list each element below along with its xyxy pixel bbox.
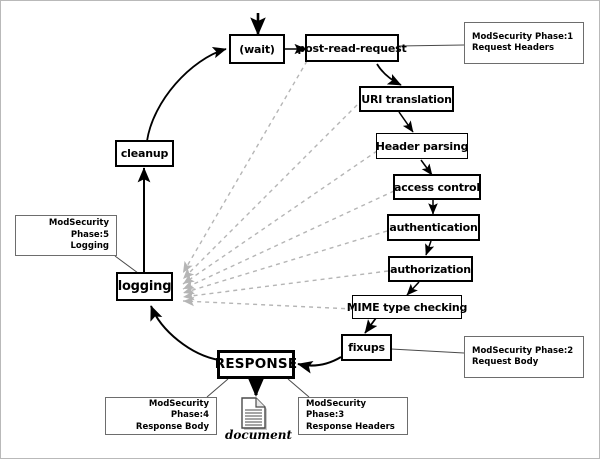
annotation-modsecurity-phase-2: ModSecurity Phase:2 Request Body	[464, 336, 584, 378]
document-label: document	[225, 428, 293, 442]
edge-uri-translation-to-logging-dashed	[182, 104, 358, 280]
node-response-label: RESPONSE	[214, 355, 298, 372]
edge-header-parsing-to-access-control	[420, 159, 433, 176]
node-authentication[interactable]: authentication	[387, 214, 480, 241]
annotation-phase-2-line-1: ModSecurity Phase:2	[472, 345, 574, 356]
edge-post-read-request-to-uri-translation	[376, 63, 402, 86]
edge-authorization-to-mime-type-checking	[406, 281, 420, 296]
leader-phase5	[114, 255, 139, 274]
leader-phase4	[206, 378, 229, 398]
node-header-parsing-label: Header parsing	[375, 139, 469, 153]
annotation-phase-5-line-1: ModSecurity Phase:5	[48, 218, 109, 240]
node-mime-type-checking-label: MIME type checking	[346, 300, 468, 314]
edge-mime-type-checking-to-fixups	[364, 317, 378, 334]
edge-post-read-request-to-logging-dashed	[182, 60, 308, 274]
edge-response-to-logging	[150, 305, 220, 361]
node-mime-type-checking[interactable]: MIME type checking	[347, 295, 467, 319]
node-cleanup[interactable]: cleanup	[115, 140, 174, 167]
annotation-phase-4-line-1: ModSecurity Phase:4	[148, 398, 209, 421]
node-wait-label: (wait)	[239, 42, 275, 56]
node-header-parsing[interactable]: Header parsing	[375, 133, 469, 159]
annotation-phase-1-line-2: Request Headers	[472, 43, 555, 53]
edge-mime-type-checking-to-logging-dashed	[182, 296, 354, 310]
node-wait[interactable]: (wait)	[229, 34, 285, 64]
node-fixups-label: fixups	[348, 341, 385, 354]
edge-cleanup-to-wait	[146, 47, 227, 142]
node-logging[interactable]: logging	[116, 272, 173, 301]
node-fixups[interactable]: fixups	[341, 334, 392, 361]
node-authentication-label: authentication	[389, 221, 478, 234]
edge-header-parsing-to-logging-dashed	[182, 150, 378, 285]
edge-access-control-to-logging-dashed	[182, 190, 395, 290]
annotation-phase-3-line-1: ModSecurity Phase:3	[306, 398, 367, 421]
node-post-read-request-label: post-read-request	[297, 41, 407, 55]
node-authorization-label: authorization	[390, 262, 471, 276]
annotation-phase-3-line-2: Response Headers	[306, 421, 395, 432]
node-access-control[interactable]: access control	[393, 174, 481, 200]
node-cleanup-label: cleanup	[120, 147, 169, 160]
node-authorization[interactable]: authorization	[388, 256, 473, 282]
node-uri-translation-label: URI translation	[361, 92, 452, 106]
node-post-read-request[interactable]: post-read-request	[298, 34, 407, 62]
node-logging-label: logging	[117, 279, 172, 294]
node-uri-translation[interactable]: URI translation	[359, 86, 454, 112]
annotation-modsecurity-phase-5: ModSecurity Phase:5 Logging	[15, 215, 117, 256]
document-icon	[241, 397, 267, 430]
leader-phase2	[390, 348, 465, 354]
leader-phase3	[287, 378, 310, 398]
annotation-phase-2-line-2: Request Body	[472, 357, 539, 367]
annotation-phase-5-line-2: Logging	[70, 241, 109, 252]
edge-authorization-to-logging-dashed	[182, 270, 389, 301]
annotation-modsecurity-phase-4: ModSecurity Phase:4 Response Body	[105, 397, 217, 435]
annotation-phase-4-line-2: Response Body	[135, 421, 209, 432]
edge-uri-translation-to-header-parsing	[398, 111, 414, 133]
edge-fixups-to-response	[297, 356, 342, 374]
annotation-phase-1-line-1: ModSecurity Phase:1	[472, 31, 574, 42]
node-access-control-label: access control	[394, 180, 480, 194]
edge-authentication-to-authorization	[425, 240, 435, 256]
annotation-modsecurity-phase-3: ModSecurity Phase:3 Response Headers	[298, 397, 408, 435]
annotation-modsecurity-phase-1: ModSecurity Phase:1 Request Headers	[464, 22, 584, 64]
leader-phase1	[397, 44, 465, 47]
node-response[interactable]: RESPONSE	[214, 350, 298, 379]
edge-authentication-to-logging-dashed	[182, 230, 388, 295]
